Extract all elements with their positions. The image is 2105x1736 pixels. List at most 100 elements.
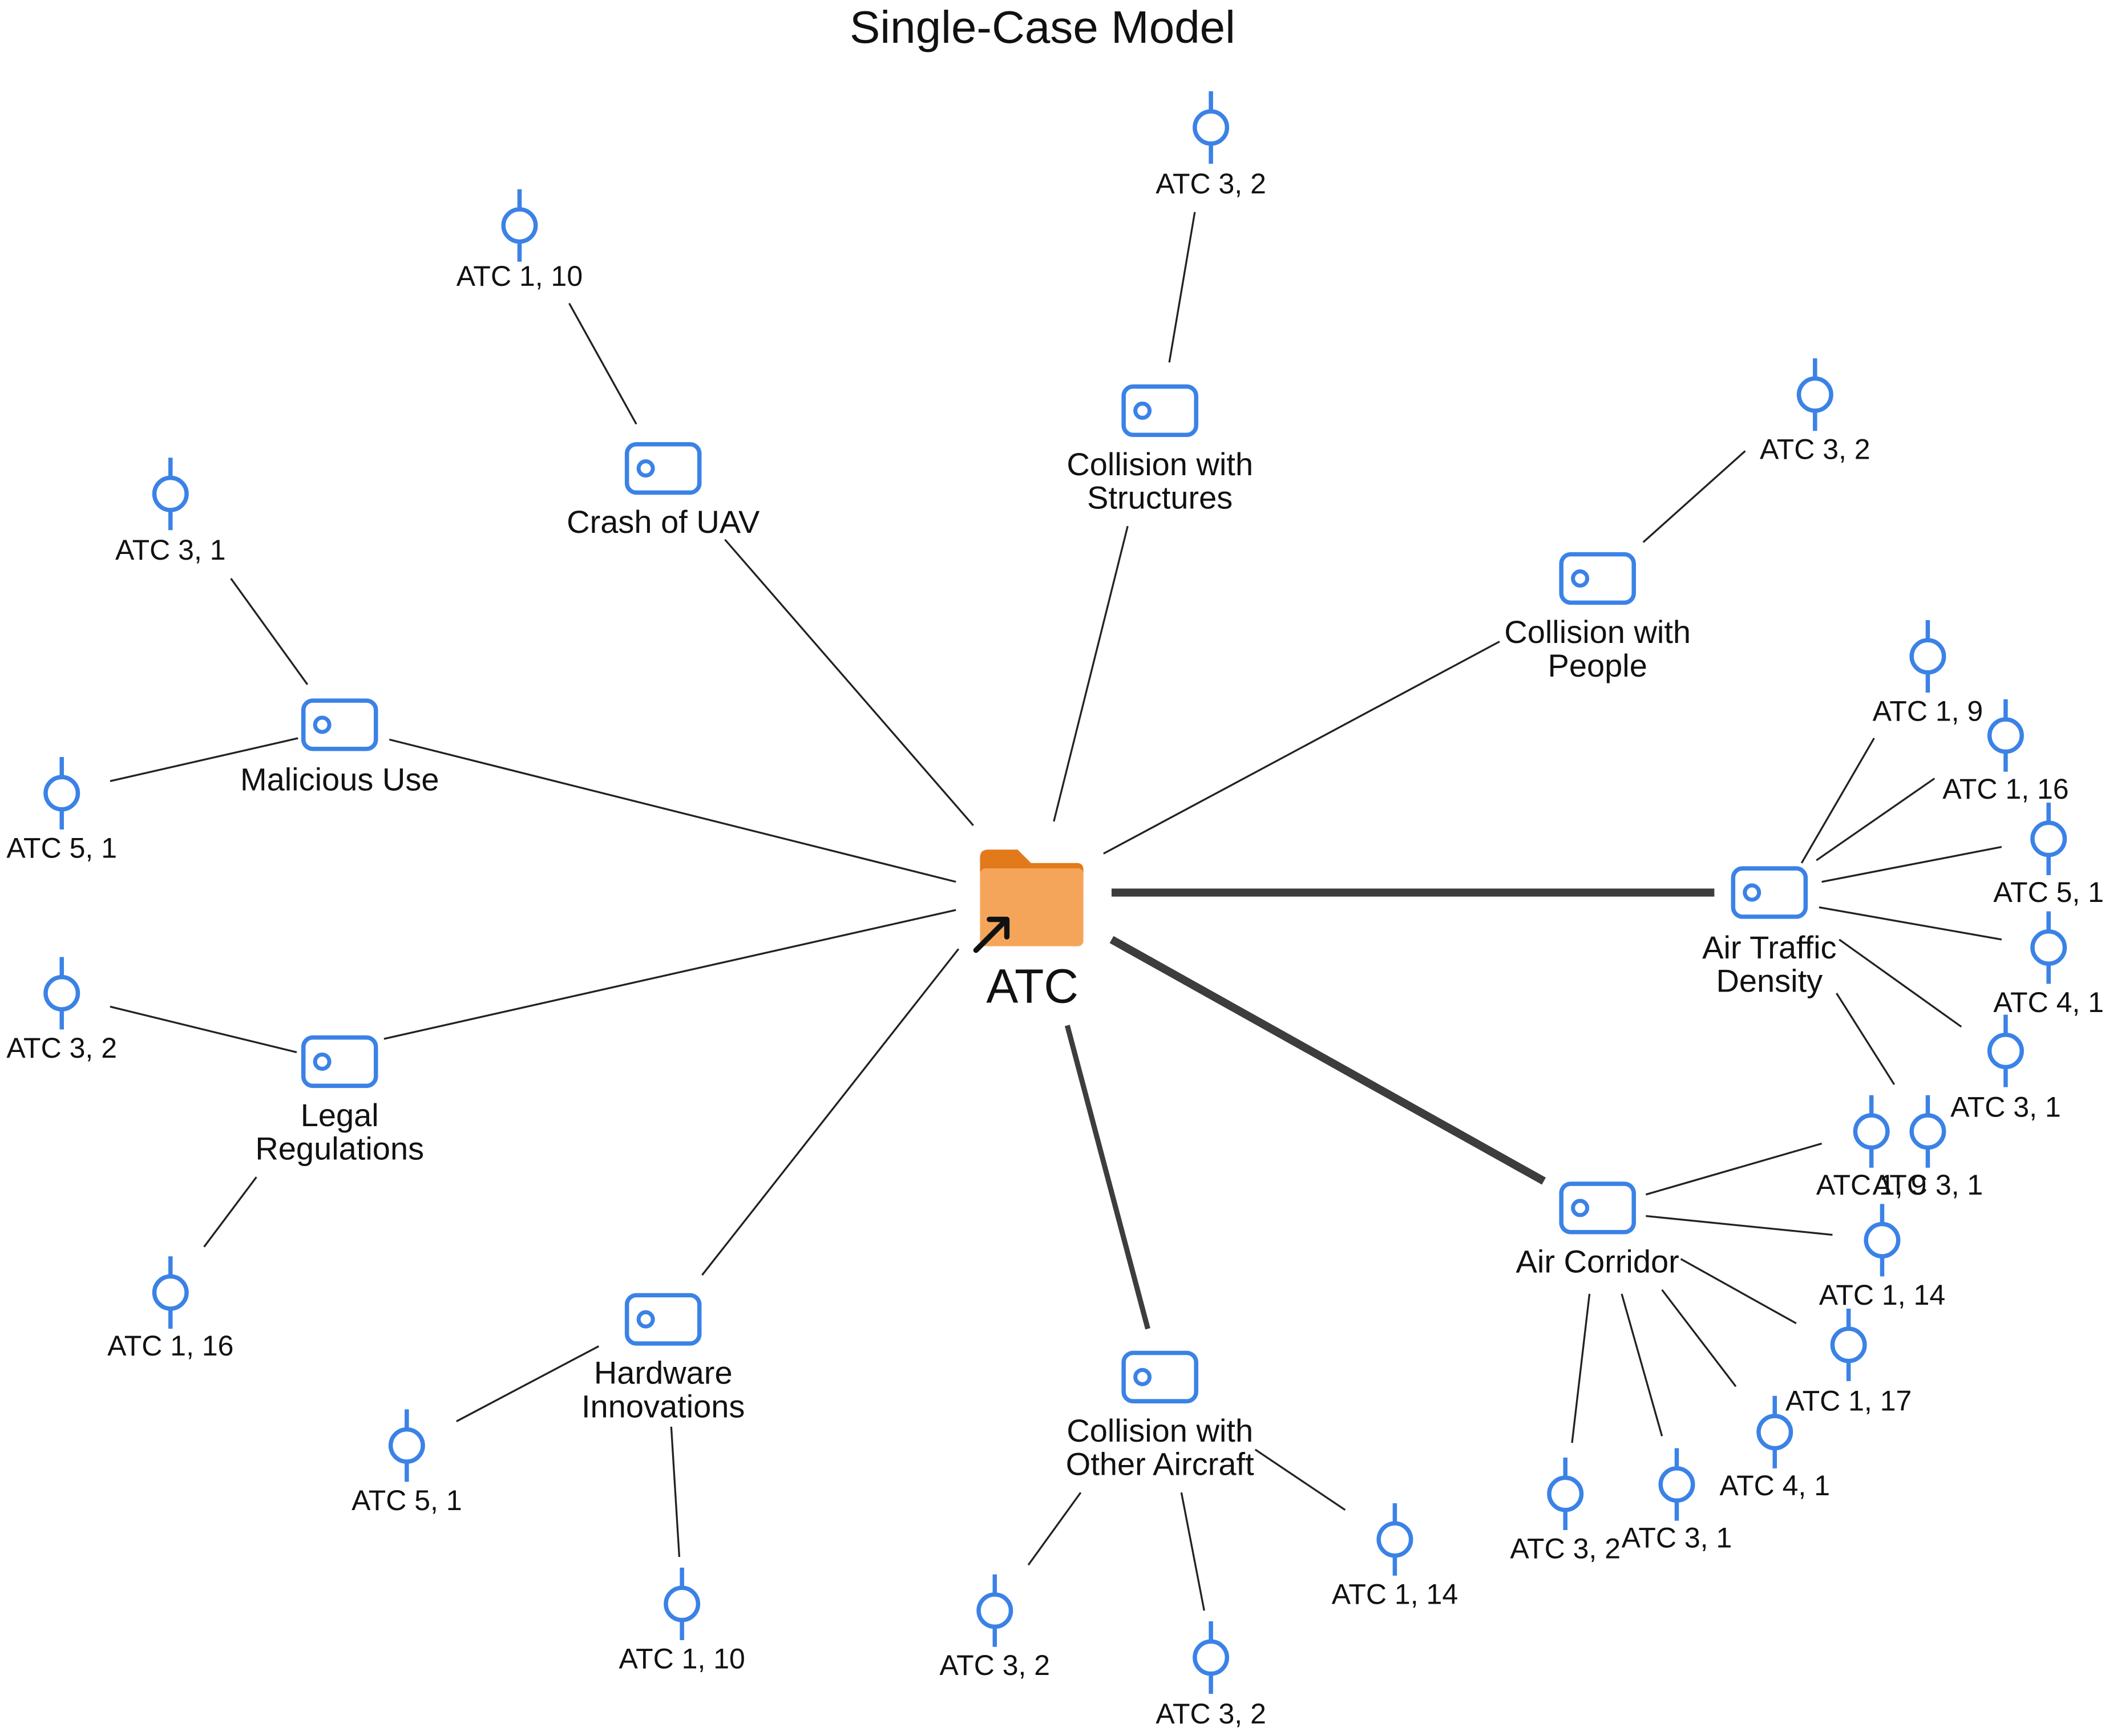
document-segment-icon [1193,1621,1230,1694]
edge-ref-density-3 [1819,906,2002,941]
segment-node[interactable]: ATC 3, 2 [1155,1621,1266,1730]
code-node-crash[interactable]: Crash of UAV [567,442,760,540]
segment-node[interactable]: ATC 4, 1 [1993,911,2104,1018]
code-icon [624,1293,702,1346]
segment-node[interactable]: ATC 1, 9 [1873,620,1983,727]
segment-label: ATC 1, 16 [1942,773,2068,805]
edge-ref-aircraft-2 [1254,1448,1346,1511]
edge-hardware [701,948,960,1276]
segment-label: ATC 3, 1 [115,534,226,566]
segment-label: ATC 3, 2 [940,1649,1051,1681]
document-segment-icon [1796,358,1833,431]
segment-label: ATC 3, 1 [1873,1169,1983,1201]
segment-node[interactable]: ATC 1, 14 [1819,1204,1945,1311]
edge-ref-malicious-1 [110,737,298,782]
label-line: Collision with [1504,614,1691,650]
case-label: ATC [986,959,1078,1013]
document-segment-icon [2030,911,2067,984]
segment-label: ATC 3, 2 [1155,168,1266,200]
segment-node[interactable]: ATC 3, 1 [1873,1095,1983,1201]
document-segment-icon [1909,620,1946,693]
document-segment-icon [43,957,80,1030]
label-line: Malicious Use [240,762,439,798]
segment-label: ATC 3, 2 [1510,1532,1621,1564]
segment-node[interactable]: ATC 3, 2 [6,957,117,1064]
segment-node[interactable]: ATC 3, 2 [940,1574,1051,1681]
segment-node[interactable]: ATC 3, 1 [115,458,226,566]
label-line: Collision with [1066,1413,1253,1448]
segment-node[interactable]: ATC 1, 17 [1785,1308,1912,1417]
label-line: Air Traffic [1702,929,1836,965]
code-icon [1121,384,1199,438]
document-segment-icon [1193,91,1230,164]
segment-label: ATC 1, 10 [619,1642,745,1674]
segment-label: ATC 1, 9 [1816,1169,1927,1201]
segment-node[interactable]: ATC 1, 9 [1816,1095,1927,1201]
segment-node[interactable]: ATC 3, 2 [1510,1458,1621,1564]
edge-ref-corridor-3 [1661,1289,1737,1387]
case-node[interactable]: ATC [973,849,1084,1013]
segment-label: ATC 1, 17 [1785,1385,1912,1417]
document-segment-icon [152,1256,189,1329]
code-icon [1559,1181,1636,1235]
segment-node[interactable]: ATC 1, 10 [456,189,583,292]
edge-crash [724,539,974,826]
segment-node[interactable]: ATC 1, 16 [1942,699,2069,805]
document-segment-icon [1909,1095,1946,1168]
edge-ref-hardware-0 [456,1345,600,1422]
segment-node[interactable]: ATC 1, 10 [619,1567,745,1674]
document-segment-icon [1987,1014,2024,1087]
segment-label: ATC 1, 14 [1819,1279,1945,1311]
edge-ref-density-4 [1839,938,1962,1028]
document-segment-icon [664,1567,701,1640]
segment-node[interactable]: ATC 5, 1 [351,1409,462,1516]
code-icon [624,442,702,495]
code-node-corridor[interactable]: Air Corridor [1516,1181,1679,1279]
label-line: Collision with [1066,446,1253,482]
code-icon [1731,866,1808,919]
segment-node[interactable]: ATC 1, 16 [107,1256,233,1362]
segment-node[interactable]: ATC 5, 1 [6,756,117,864]
edge-corridor [1109,936,1546,1185]
edge-ref-corridor-1 [1646,1215,1833,1236]
segment-node[interactable]: ATC 3, 2 [1155,91,1266,200]
label-line: Regulations [255,1131,424,1167]
label-line: Other Aircraft [1066,1446,1254,1482]
diagram-title: Single-Case Model [850,2,1235,52]
label-line: Density [1716,963,1823,999]
segment-label: ATC 4, 1 [1719,1470,1830,1502]
segment-label: ATC 1, 14 [1332,1578,1458,1610]
label-line: Air Corridor [1516,1243,1679,1279]
folder-shortcut-icon [973,849,1084,953]
segment-label: ATC 4, 1 [1993,986,2104,1018]
segment-node[interactable]: ATC 1, 14 [1332,1503,1458,1610]
shortcut-arrow-icon [973,916,1010,953]
edge-ref-hardware-1 [670,1426,681,1557]
segment-node[interactable]: ATC 5, 1 [1993,802,2104,908]
edge-malicious [389,738,956,883]
code-node-malicious[interactable]: Malicious Use [240,698,439,798]
edge-ref-legal-1 [203,1176,257,1248]
document-segment-icon [1853,1095,1890,1168]
edge-ref-aircraft-0 [1027,1492,1082,1566]
segment-label: ATC 3, 2 [1760,434,1870,466]
document-segment-icon [2030,802,2067,875]
document-segment-icon [1547,1458,1584,1531]
edge-ref-aircraft-1 [1180,1492,1205,1611]
edge-ref-density-2 [1821,845,2002,883]
segment-label: ATC 3, 1 [1622,1522,1732,1554]
segment-node[interactable]: ATC 4, 1 [1719,1395,1830,1502]
segment-node[interactable]: ATC 3, 1 [1622,1448,1732,1554]
segment-node[interactable]: ATC 3, 1 [1950,1014,2061,1123]
document-segment-icon [1830,1308,1867,1381]
code-icon [301,698,378,751]
segment-label: ATC 1, 9 [1873,695,1983,727]
segment-node[interactable]: ATC 3, 2 [1760,358,1870,466]
